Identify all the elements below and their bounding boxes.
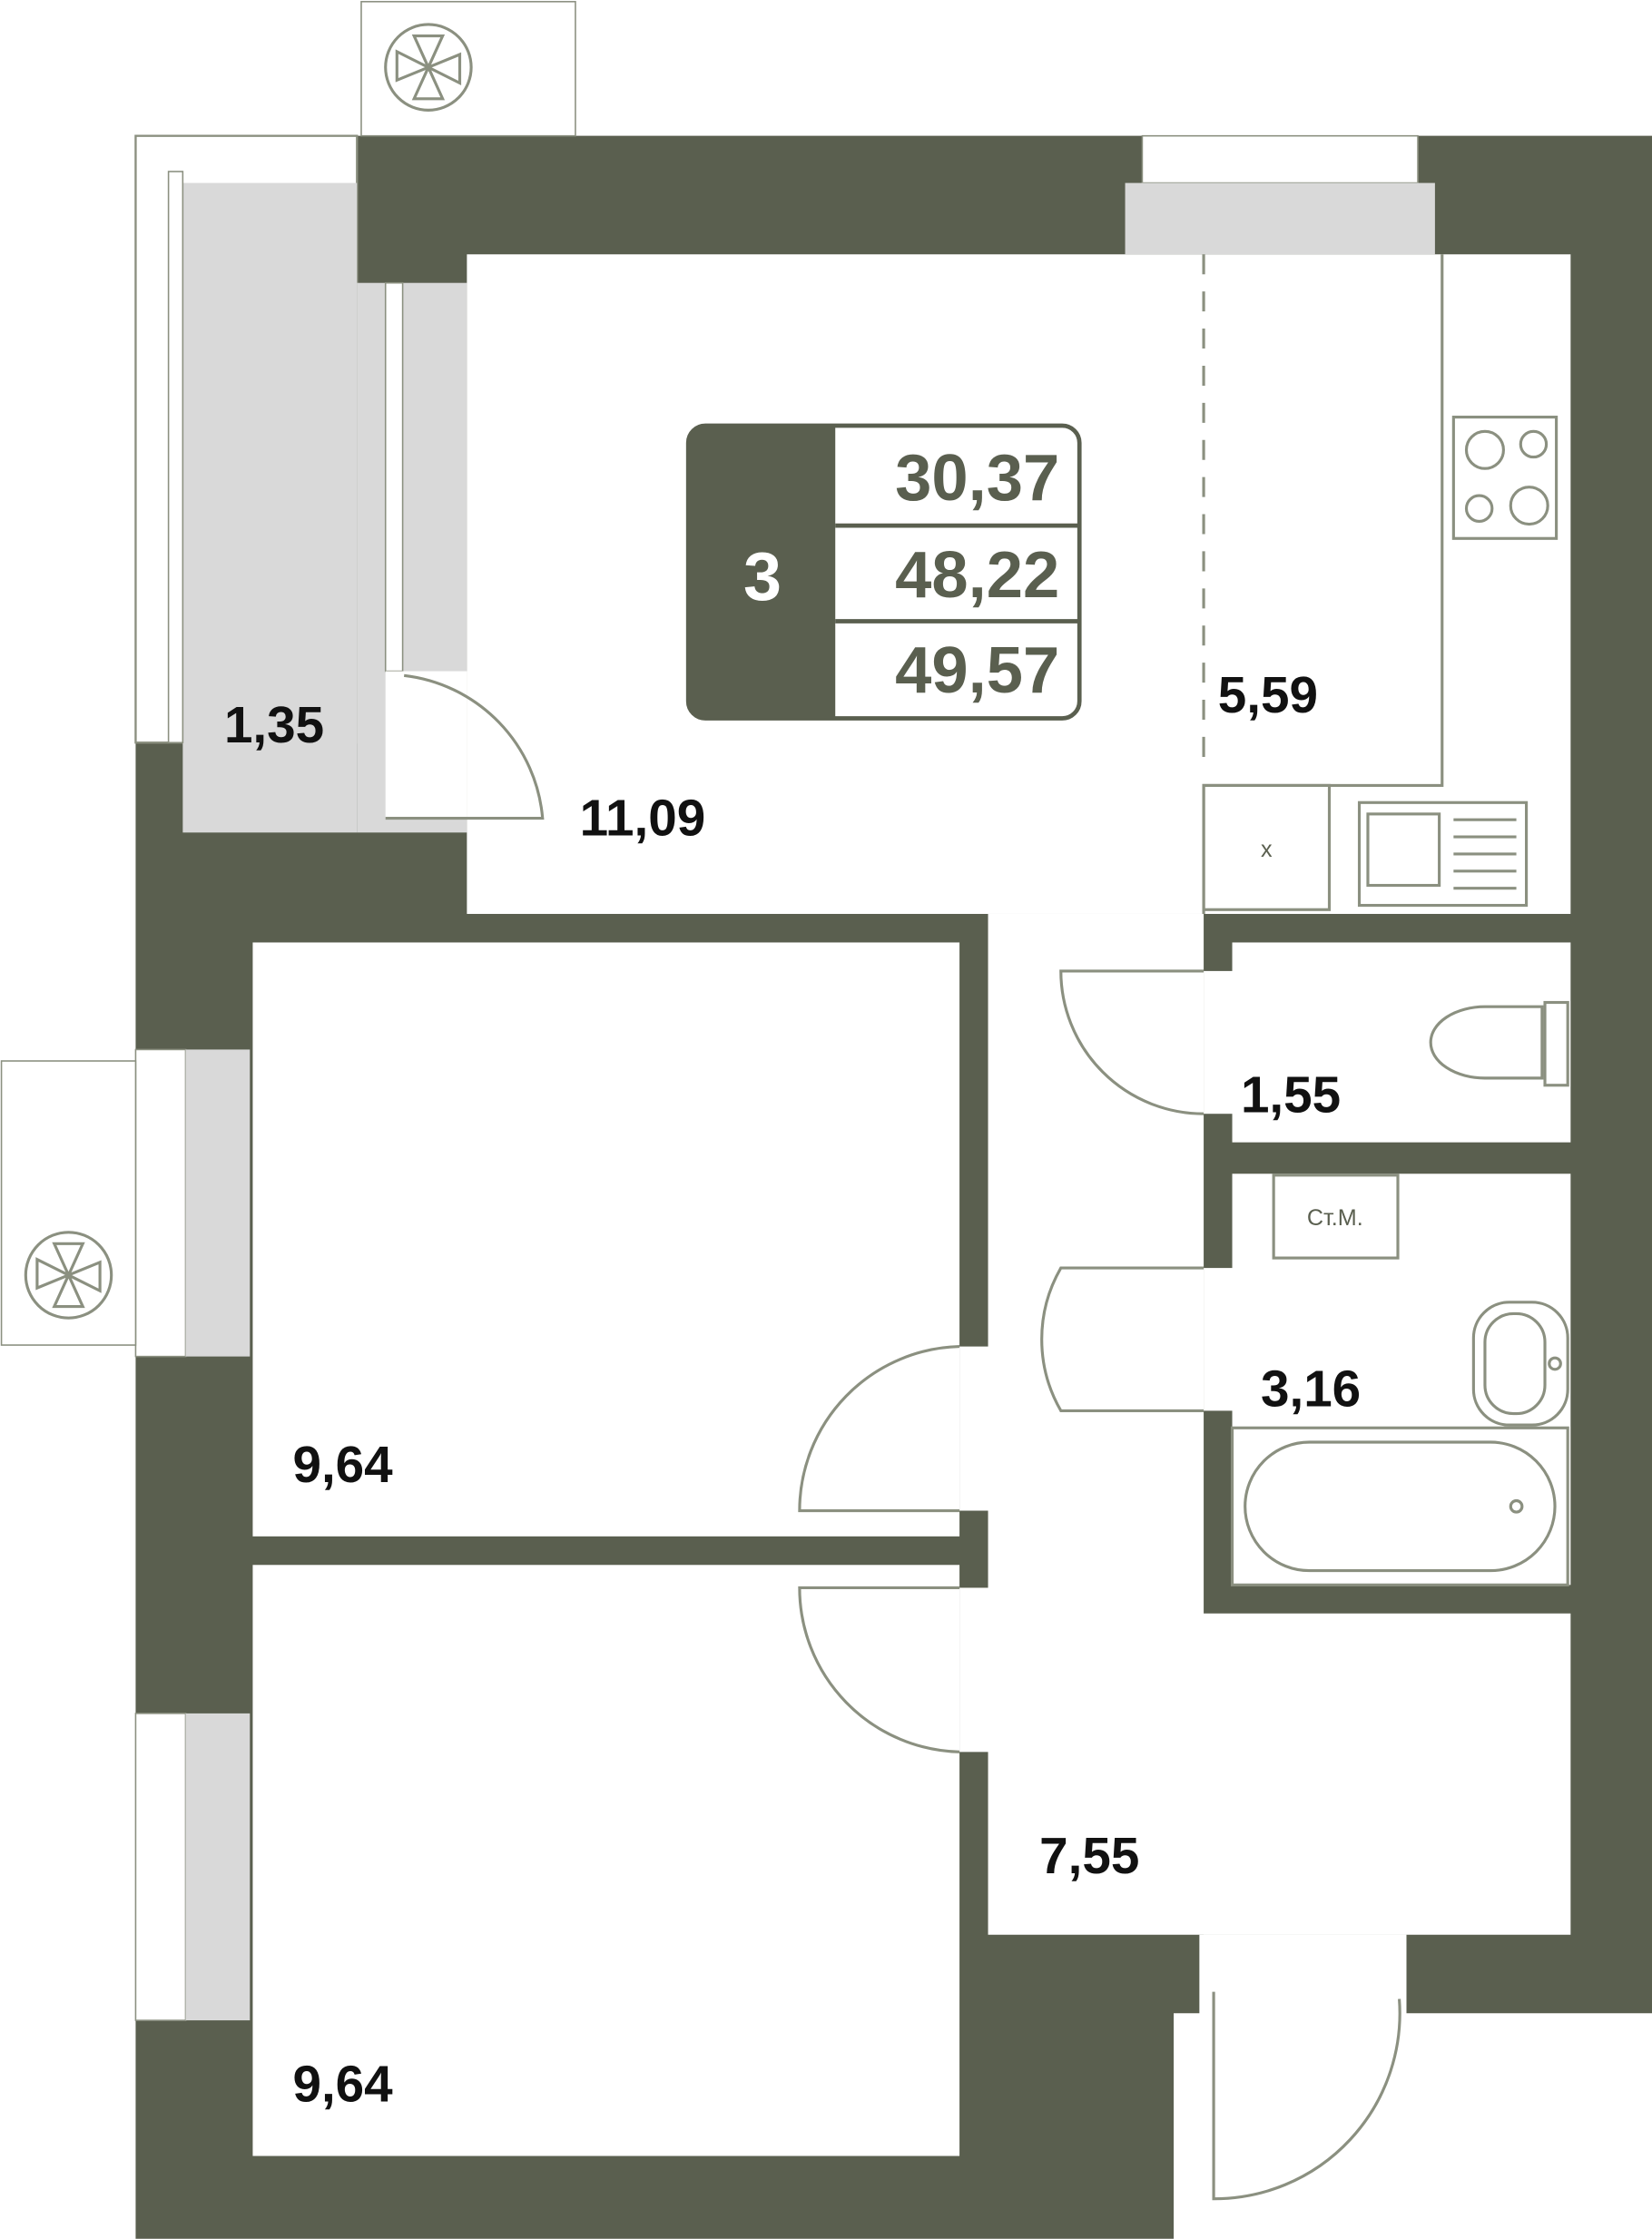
window-outer bbox=[134, 1713, 187, 2021]
hallway-area: 7,55 bbox=[1039, 1827, 1139, 1884]
bedroom-1 bbox=[252, 942, 960, 1537]
window-sill bbox=[185, 1049, 251, 1357]
total-area: 48,22 bbox=[895, 539, 1059, 612]
door-opening bbox=[959, 1587, 991, 1753]
balcony-area: 1,35 bbox=[224, 696, 324, 753]
room-count: 3 bbox=[743, 538, 782, 614]
bathroom bbox=[1232, 1174, 1571, 1586]
washing-machine-label: Ст.М. bbox=[1307, 1205, 1363, 1231]
balcony-glazing bbox=[167, 171, 184, 744]
window-outer bbox=[134, 1048, 187, 1358]
balcony-door-opening bbox=[385, 671, 467, 819]
apartment-badge: 3 30,37 48,22 49,57 bbox=[685, 423, 1082, 721]
sink-icon bbox=[1357, 800, 1529, 908]
washbasin-icon bbox=[1471, 1301, 1569, 1427]
toilet-icon bbox=[1429, 1000, 1569, 1087]
entrance bbox=[1204, 1934, 1407, 2239]
fan-icon bbox=[360, 1, 576, 137]
total-area-with-balcony: 49,57 bbox=[895, 634, 1059, 707]
bedroom-2-area: 9,64 bbox=[292, 2056, 393, 2113]
door-opening bbox=[1204, 1268, 1235, 1411]
washing-machine bbox=[1272, 1174, 1400, 1260]
door-opening bbox=[1204, 970, 1235, 1115]
bedroom-2 bbox=[252, 1565, 960, 2156]
stove-icon bbox=[1451, 415, 1559, 540]
living-area: 30,37 bbox=[895, 442, 1059, 515]
balcony-floor bbox=[182, 182, 358, 833]
kitchen-area: 5,59 bbox=[1218, 666, 1318, 723]
bedroom-1-area: 9,64 bbox=[292, 1436, 393, 1493]
window-outer bbox=[1141, 134, 1419, 184]
fan-icon bbox=[0, 1060, 137, 1346]
door-swings bbox=[385, 673, 1401, 2201]
fridge-box bbox=[1202, 783, 1332, 911]
toilet-area: 1,55 bbox=[1241, 1066, 1341, 1124]
living-room-area: 11,09 bbox=[580, 789, 706, 846]
toilet bbox=[1232, 942, 1571, 1143]
window-sill bbox=[185, 1713, 251, 2021]
hallway bbox=[988, 913, 1571, 1935]
door-opening bbox=[959, 1346, 991, 1511]
bathroom-area: 3,16 bbox=[1261, 1360, 1361, 1418]
balcony-window bbox=[384, 281, 404, 673]
fridge-mark: x bbox=[1261, 837, 1273, 862]
window-sill bbox=[1125, 182, 1435, 255]
bathtub-icon bbox=[1230, 1426, 1569, 1586]
